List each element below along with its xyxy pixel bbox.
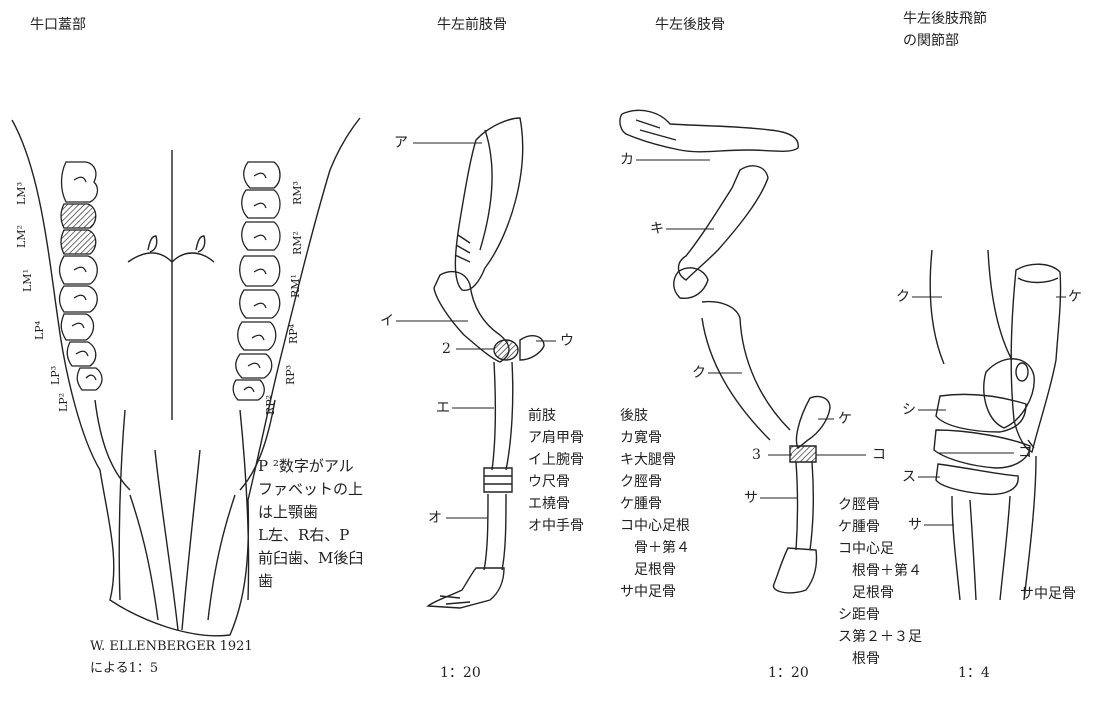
hindlimb-label-3: 3 [752,448,761,462]
forelimb-label-e: エ [436,401,450,415]
title-forelimb: 牛左前肢骨 [437,18,507,32]
tooth-label: RM² [292,231,303,255]
tooth-label: RP² [265,395,276,415]
hock-label-ku: ク [896,290,910,304]
hindlimb-label-ko: コ [872,448,886,462]
title-hock: 牛左後肢飛節 の関節部 [903,8,987,52]
hock-label-shi: シ [902,403,916,417]
hock-label-su: ス [902,470,916,484]
hindlimb-label-ku: ク [692,366,706,380]
hock-legend: ク脛骨 ケ腫骨 コ中心足 根骨＋第４ 足根骨 シ距骨 ス第２＋３足 根骨 [838,494,922,670]
hindlimb-scale: 1：20 [768,666,809,680]
palate-note: P ²数字がアル ファベットの上 は上顎歯 L左、R右、P 前臼歯、M後臼 歯 [258,455,363,593]
tooth-label: LM³ [16,182,27,205]
hock-label-ko: コ [1018,446,1032,460]
forelimb-scale: 1：20 [440,666,481,680]
tooth-label: RP⁴ [288,324,299,344]
hock-side-label: サ中足骨 [1020,587,1076,601]
forelimb-label-a: ア [394,136,408,150]
tooth-label: LP³ [50,366,61,385]
tooth-label: LM² [16,225,27,248]
forelimb-label-o: オ [428,511,442,525]
title-palate: 牛口蓋部 [30,18,86,32]
hock-label-ke: ケ [1068,290,1082,304]
hindlimb-label-ka: カ [620,153,634,167]
tooth-label: LP² [58,393,69,412]
forelimb-drawing [428,118,544,608]
tooth-label: RM¹ [290,274,301,298]
tooth-label: RM³ [292,181,303,205]
hindlimb-label-sa: サ [744,491,758,505]
left-cheek-teeth [60,162,103,390]
hindlimb-label-ke: ケ [838,412,852,426]
forelimb-legend: 前肢 ア肩甲骨 イ上腕骨 ウ尺骨 エ橈骨 オ中手骨 [528,405,584,537]
forelimb-label-u: ウ [560,334,574,348]
hindlimb-legend: 後肢 カ寛骨 キ大腿骨 ク脛骨 ケ腫骨 コ中心足根 骨＋第４ 足根骨 サ中足骨 [620,405,690,603]
forelimb-label-2: 2 [442,342,451,356]
tooth-label: LM¹ [22,269,33,292]
hock-drawing [930,250,1060,600]
palate-source: W. ELLENBERGER 1921 による1：5 [90,636,253,680]
forelimb-label-i: イ [380,314,394,328]
tooth-label: RP³ [285,365,296,385]
tooth-label: LP⁴ [34,321,45,340]
right-cheek-teeth [233,162,280,400]
hock-scale: 1：4 [958,666,990,680]
title-hindlimb: 牛左後肢骨 [655,18,725,32]
hindlimb-label-ki: キ [650,222,664,236]
